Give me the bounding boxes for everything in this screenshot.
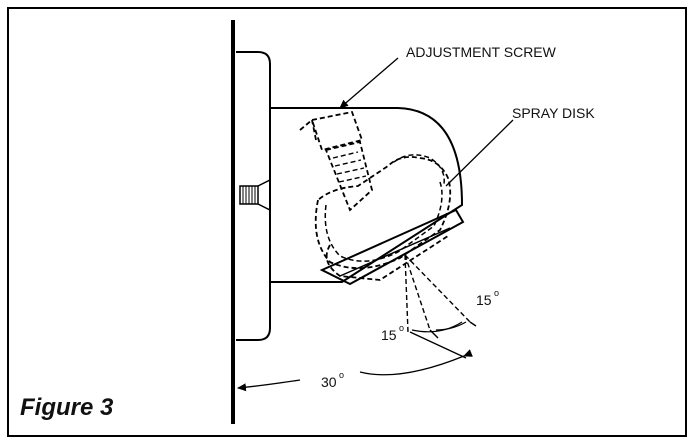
adjustment-screw-part bbox=[299, 110, 374, 212]
adjustment-screw-leader bbox=[339, 57, 399, 109]
angle-15-left-label: 15 bbox=[381, 327, 397, 343]
figure-caption-number: 3 bbox=[100, 394, 114, 421]
spray-angle-lines bbox=[404, 254, 477, 339]
spray-disk-leader bbox=[445, 119, 514, 187]
spray-disk-label: SPRAY DISK bbox=[512, 105, 595, 121]
adjustment-screw-label: ADJUSTMENT SCREW bbox=[406, 44, 557, 60]
deflector-plate bbox=[319, 208, 465, 286]
figure-border bbox=[7, 7, 687, 437]
figure-caption: Figure 3 bbox=[20, 394, 114, 421]
angle-30-arc bbox=[238, 356, 464, 388]
mounting-flange bbox=[236, 51, 271, 341]
angle-15-right-label: 15 bbox=[476, 292, 492, 308]
angle-30-label: 30 bbox=[321, 374, 337, 390]
mounting-bolt bbox=[239, 178, 271, 212]
nozzle-housing bbox=[270, 107, 464, 283]
degree-mark-1: o bbox=[494, 288, 499, 298]
degree-mark-2: o bbox=[399, 323, 404, 333]
figure-caption-word: Figure bbox=[20, 394, 93, 421]
degree-mark-3: o bbox=[339, 370, 344, 380]
spray-disk-part bbox=[314, 154, 452, 281]
